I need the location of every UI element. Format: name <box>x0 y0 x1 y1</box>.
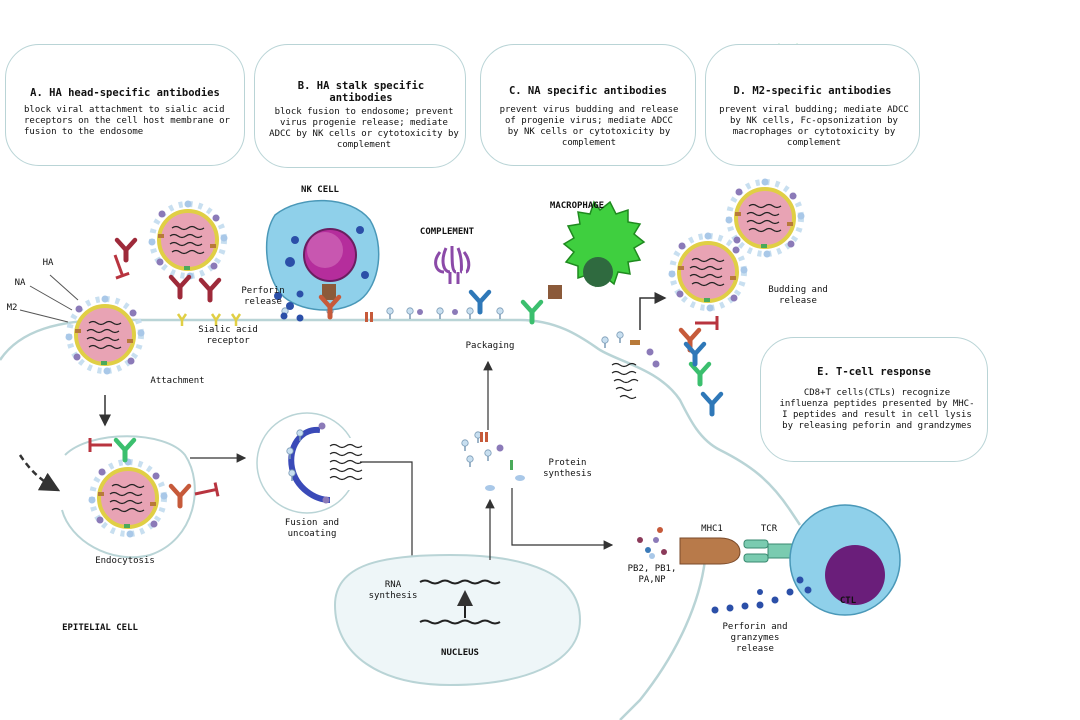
label-m2: M2 <box>6 303 18 313</box>
label-rna-synthesis: RNA synthesis <box>368 580 418 601</box>
epithelial-cell-membrane-right <box>619 559 707 720</box>
label-tcr: TCR <box>760 524 778 534</box>
label-ctl: CTL <box>839 596 857 606</box>
tcr-receptor <box>743 539 793 563</box>
label-macrophage: MACROPHAGE <box>549 201 605 211</box>
label-protein-synthesis: Protein synthesis <box>543 458 592 479</box>
budding-site <box>601 331 660 400</box>
label-perforin-granzymes: Perforin and granzymes release <box>722 622 788 654</box>
endocytosis-virus <box>89 459 168 538</box>
inhibit-endocytosis-2 <box>192 481 220 503</box>
label-ha: HA <box>42 258 54 268</box>
label-nucleus: NUCLEUS <box>441 648 479 658</box>
ctl-perforin-granules <box>711 576 812 614</box>
mhc1-molecule <box>679 537 741 565</box>
label-budding: Budding and release <box>768 285 828 306</box>
box-d-m2: D. M2-specific antibodies prevent viral … <box>705 44 920 166</box>
label-epitelial-cell: EPITELIAL CELL <box>62 623 138 633</box>
label-attachment: Attachment <box>150 376 205 386</box>
label-packaging: Packaging <box>465 341 515 351</box>
label-peptides: PB2, PB1, PA,NP <box>627 564 677 585</box>
label-na: NA <box>14 278 26 288</box>
box-b-body: block fusion to endosome; prevent virus … <box>269 107 459 150</box>
box-a-ha-head: A. HA head-specific antibodies block vir… <box>5 44 245 166</box>
label-mhc1: MHC1 <box>701 524 723 534</box>
complement-icon <box>434 245 471 284</box>
label-perforin-release: Perforin release <box>241 286 285 307</box>
label-fusion: Fusion and uncoating <box>284 518 340 539</box>
attachment-virus <box>66 296 145 375</box>
box-a-body: block viral attachment to sialic acid re… <box>24 105 230 137</box>
budding-virus-1 <box>726 179 805 258</box>
box-b-title: B. HA stalk specific antibodies <box>297 80 425 104</box>
nk-cell <box>265 199 380 311</box>
ctl-cell <box>789 504 901 616</box>
endosome-membrane <box>61 435 196 559</box>
box-e-body: CD8+T cells(CTLs) recognize influenza pe… <box>779 388 975 431</box>
sialic-acid-receptors <box>176 313 242 326</box>
box-e-title: E. T-cell response <box>817 366 931 378</box>
box-c-title: C. NA specific antibodies <box>508 85 668 97</box>
box-e-t-cell: E. T-cell response CD8+T cells(CTLs) rec… <box>760 337 988 462</box>
blocked-virus <box>149 201 228 280</box>
box-d-body: prevent viral budding; mediate ADCC by N… <box>719 105 909 148</box>
label-complement: COMPLEMENT <box>419 227 475 237</box>
box-a-title: A. HA head-specific antibodies <box>30 87 220 99</box>
nucleus <box>333 553 582 687</box>
macrophage <box>548 200 646 299</box>
protein-products <box>461 431 525 491</box>
label-endocytosis: Endocytosis <box>95 556 155 566</box>
label-sialic: Sialic acid receptor <box>198 325 258 346</box>
label-nk-cell: NK CELL <box>301 185 339 195</box>
nk-perforin-granules <box>274 290 304 322</box>
budding-virus-2 <box>669 233 748 312</box>
box-c-body: prevent virus budding and release of pro… <box>499 105 679 148</box>
nk-fc-receptor <box>322 284 336 300</box>
fusion-virus <box>286 422 363 504</box>
viral-peptides <box>637 527 667 559</box>
box-d-title: D. M2-specific antibodies <box>733 85 892 97</box>
membrane-receptors <box>281 307 504 322</box>
box-b-ha-stalk: B. HA stalk specific antibodies block fu… <box>254 44 466 168</box>
box-c-na: C. NA specific antibodies prevent virus … <box>480 44 696 166</box>
